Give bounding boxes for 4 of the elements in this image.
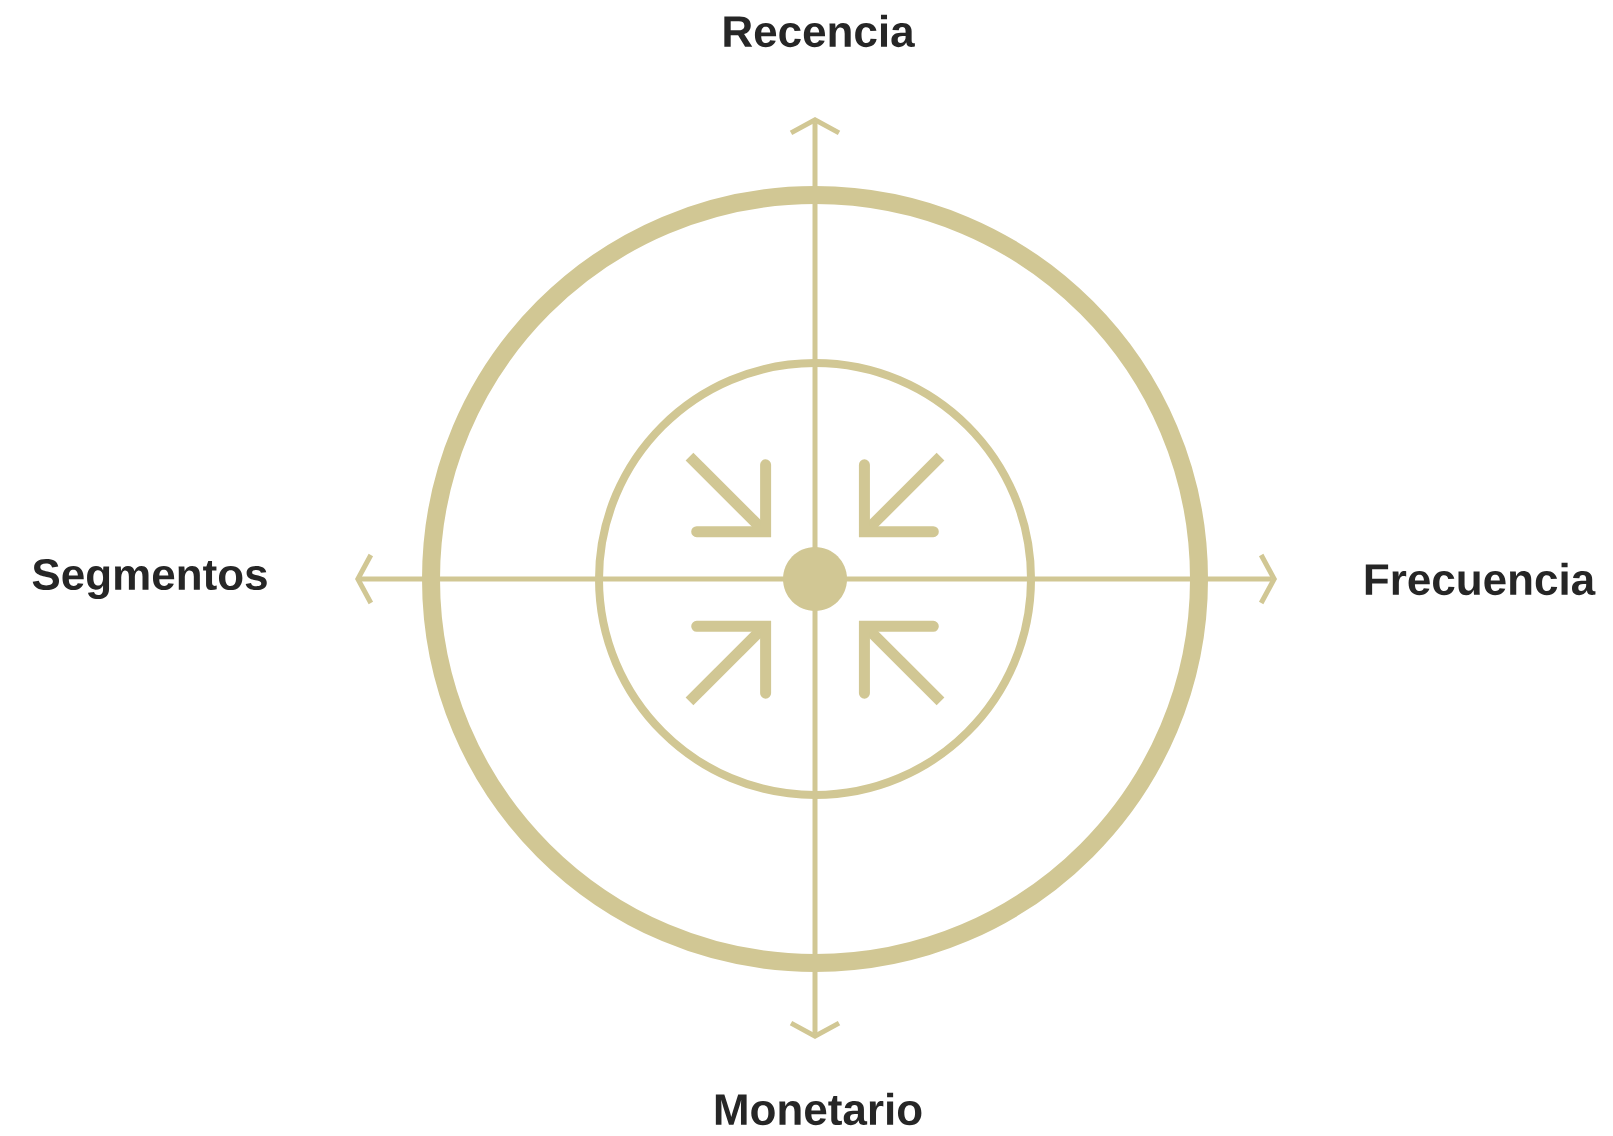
axis-label: Recencia <box>724 14 915 48</box>
axis-label: Monetario <box>715 1092 922 1126</box>
axis-label: Frecuencia <box>1365 562 1596 596</box>
axis-label: Segmentos <box>32 558 267 599</box>
